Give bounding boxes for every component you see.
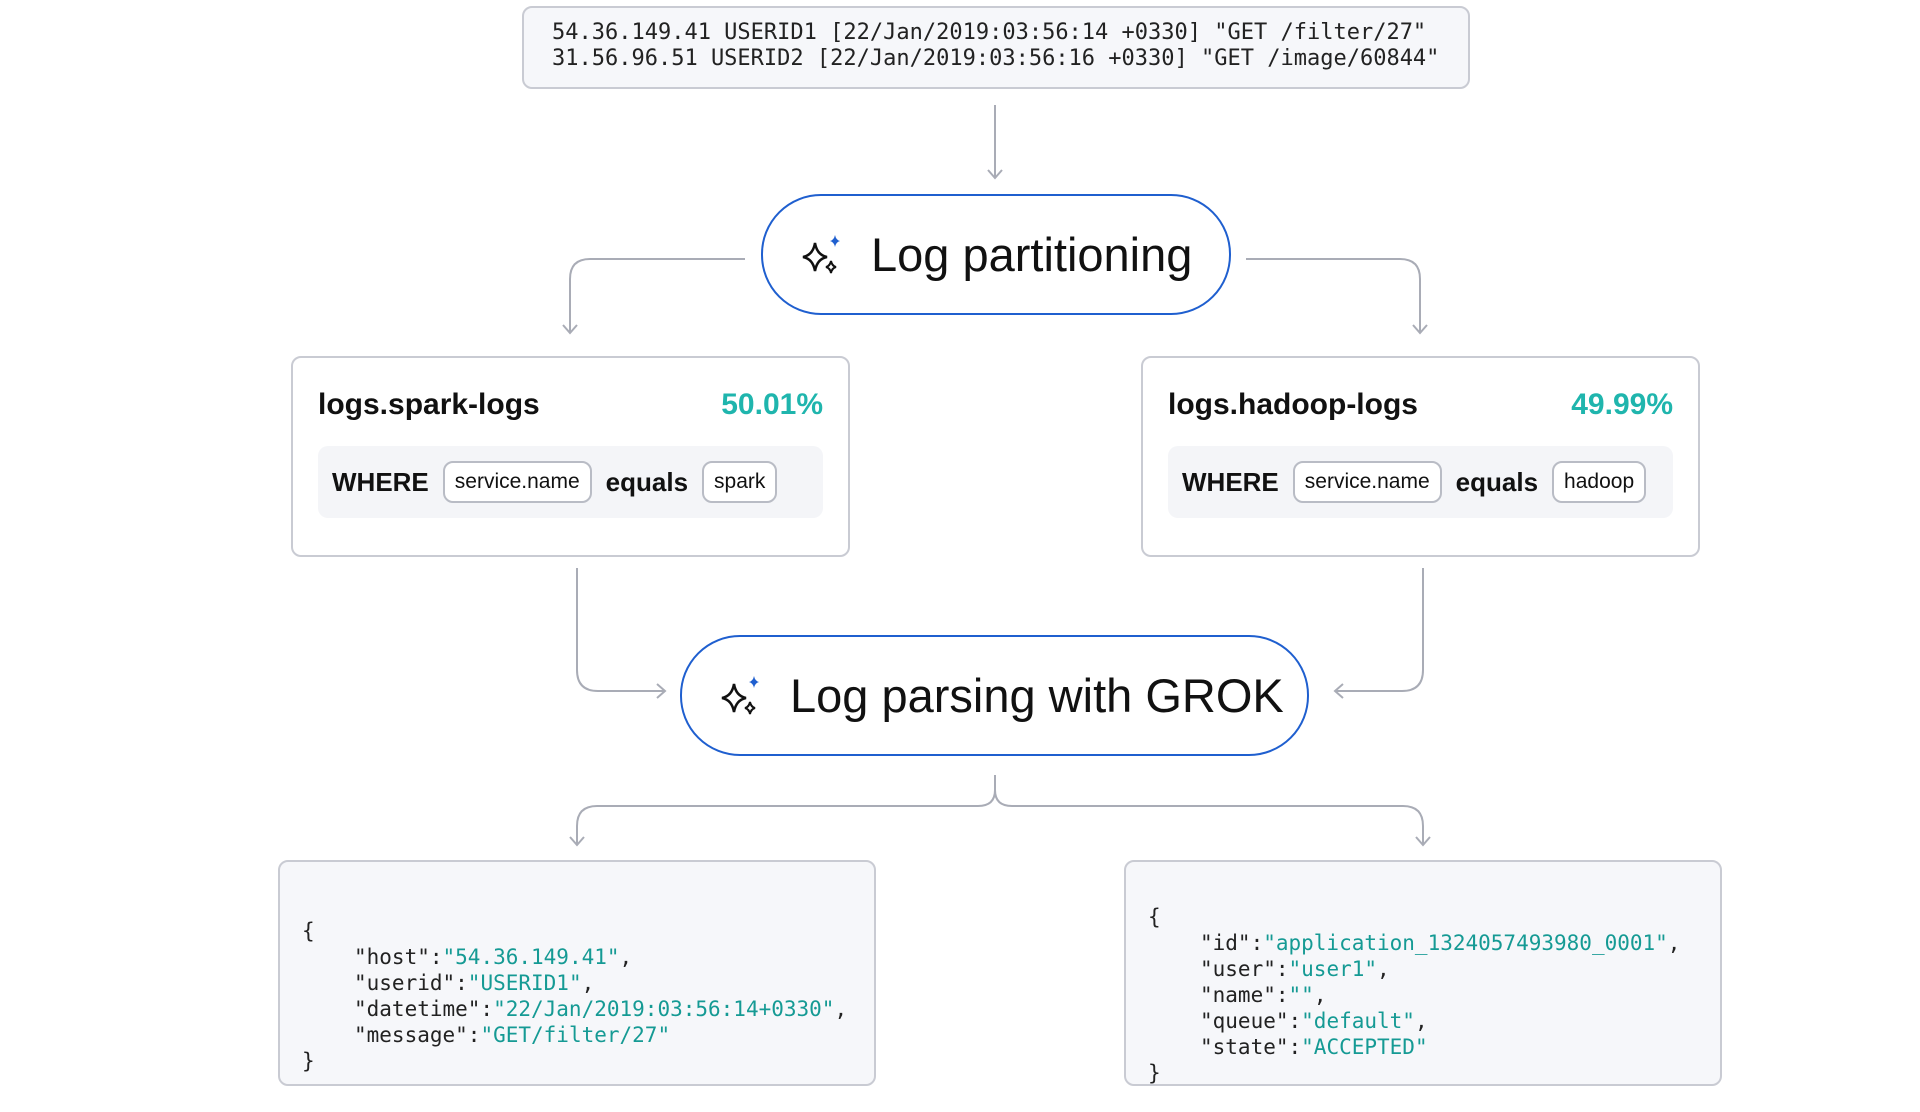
json-value: "GET/filter/27" [480, 1023, 671, 1047]
json-key: "id": [1200, 931, 1264, 955]
arrow-parsing-to-outputs [569, 775, 1431, 847]
json-separator: , [581, 971, 595, 995]
json-separator: , [1313, 983, 1327, 1007]
json-key: "message": [354, 1023, 481, 1047]
json-separator: , [1667, 931, 1681, 955]
arrow-partitioning-to-spark [562, 258, 745, 335]
json-field: "state":"ACCEPTED" [1148, 1034, 1720, 1060]
node-label: Log partitioning [871, 228, 1193, 281]
node-label: Log parsing with GROK [790, 669, 1284, 722]
json-key: "host": [354, 945, 443, 969]
field-chip: service.name [1292, 461, 1442, 503]
raw-log-lines: 54.36.149.41 USERID1 [22/Jan/2019:03:56:… [522, 6, 1470, 89]
json-key: "user": [1200, 957, 1289, 981]
json-field: "datetime":"22/Jan/2019:03:56:14+0330", [302, 996, 874, 1022]
operator: equals [605, 466, 689, 497]
arrow-logs-to-partitioning [987, 105, 1003, 180]
json-value: "user1" [1288, 957, 1378, 981]
parsed-output-right: {"id":"application_1324057493980_0001","… [1124, 860, 1722, 1086]
json-key: "userid": [354, 971, 468, 995]
json-key: "name": [1200, 983, 1289, 1007]
json-field: "message":"GET/filter/27" [302, 1022, 874, 1048]
json-value: "" [1288, 983, 1314, 1007]
json-field: "user":"user1", [1148, 956, 1720, 982]
partition-percent: 50.01% [721, 388, 823, 421]
partition-condition: WHERE service.name equals hadoop [1168, 446, 1673, 518]
json-value: "USERID1" [467, 971, 582, 995]
json-separator: , [619, 945, 633, 969]
json-close-brace: } [302, 1049, 315, 1073]
arrow-hadoop-to-parsing [1333, 568, 1424, 699]
json-value: "22/Jan/2019:03:56:14+0330" [493, 997, 835, 1021]
log-line: 31.56.96.51 USERID2 [22/Jan/2019:03:56:1… [552, 46, 1440, 71]
operator: equals [1455, 466, 1539, 497]
log-line: 54.36.149.41 USERID1 [22/Jan/2019:03:56:… [552, 20, 1427, 45]
where-keyword: WHERE [332, 466, 429, 497]
partition-card-hadoop: logs.hadoop-logs 49.99% WHERE service.na… [1141, 356, 1700, 557]
json-separator: , [834, 997, 848, 1021]
partition-name: logs.spark-logs [318, 388, 540, 421]
value-chip: spark [702, 461, 778, 503]
json-field: "host":"54.36.149.41", [302, 944, 874, 970]
json-field: "queue":"default", [1148, 1008, 1720, 1034]
where-keyword: WHERE [1182, 466, 1279, 497]
partition-percent: 49.99% [1571, 388, 1673, 421]
json-key: "queue": [1200, 1009, 1302, 1033]
json-field: "userid":"USERID1", [302, 970, 874, 996]
connectors [562, 105, 1431, 847]
json-value: "54.36.149.41" [442, 945, 620, 969]
field-chip: service.name [442, 461, 592, 503]
parsed-output-left: {"host":"54.36.149.41","userid":"USERID1… [278, 860, 876, 1086]
partition-card-spark: logs.spark-logs 50.01% WHERE service.nam… [291, 356, 850, 557]
json-open-brace: { [1148, 905, 1161, 929]
partition-condition: WHERE service.name equals spark [318, 446, 823, 518]
arrow-spark-to-parsing [576, 568, 667, 699]
json-value: "application_1324057493980_0001" [1263, 931, 1668, 955]
json-open-brace: { [302, 919, 315, 943]
sparkles-icon [721, 675, 759, 714]
json-value: "default" [1301, 1009, 1415, 1033]
json-field: "id":"application_1324057493980_0001", [1148, 930, 1720, 956]
json-separator: , [1414, 1009, 1428, 1033]
log-partitioning-node: Log partitioning [761, 194, 1231, 315]
partition-name: logs.hadoop-logs [1168, 388, 1418, 421]
value-chip: hadoop [1552, 461, 1647, 503]
arrow-partitioning-to-hadoop [1246, 258, 1428, 335]
json-key: "state": [1200, 1035, 1302, 1059]
json-key: "datetime": [354, 997, 494, 1021]
json-value: "ACCEPTED" [1301, 1035, 1428, 1059]
sparkles-icon [802, 234, 840, 273]
json-close-brace: } [1148, 1061, 1161, 1085]
log-parsing-node: Log parsing with GROK [680, 635, 1309, 756]
json-field: "name":"", [1148, 982, 1720, 1008]
json-separator: , [1377, 957, 1390, 981]
